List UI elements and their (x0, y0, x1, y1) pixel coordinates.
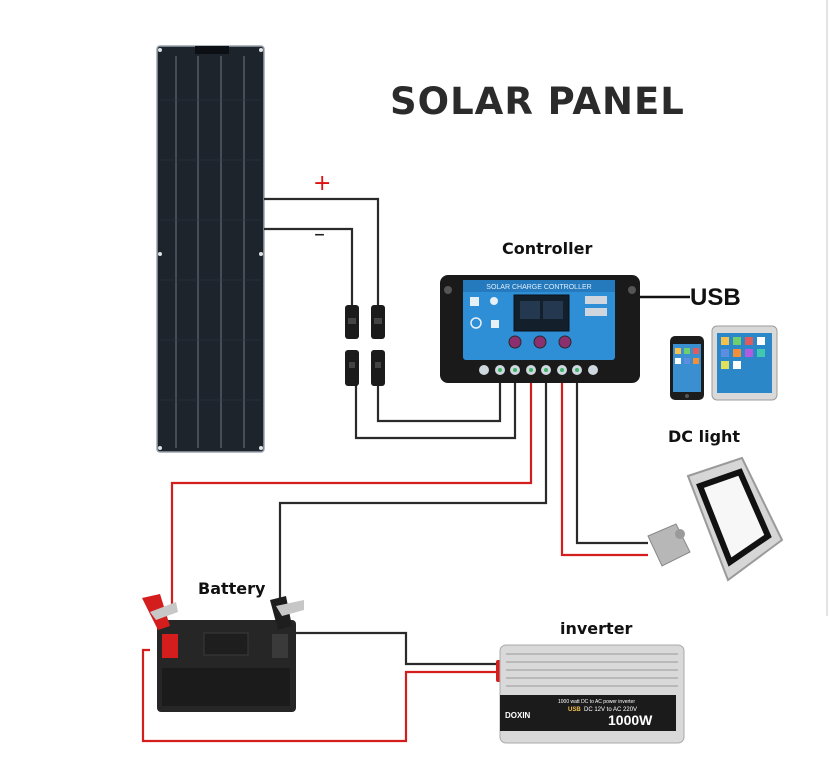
usb-label: USB (690, 284, 741, 311)
negative-sign: – (314, 222, 325, 247)
inverter-negative-wire (293, 631, 500, 666)
dc-light-icon (647, 456, 784, 582)
positive-sign: + (313, 171, 332, 196)
inverter-spec-1: 1000 watt DC to AC power inverter (558, 699, 635, 705)
controller-header: SOLAR CHARGE CONTROLLER (486, 284, 591, 291)
light-negative-wire (575, 383, 648, 545)
tablet-icon (711, 325, 778, 401)
solar-panel-icon (156, 45, 265, 453)
panel-positive-wire (264, 197, 380, 305)
battery-label: Battery (198, 579, 266, 598)
battery-icon (142, 594, 304, 712)
panel-negative-wire (264, 227, 354, 305)
wires (141, 197, 690, 743)
mc4-to-controller-wire-b (354, 383, 517, 440)
inverter-brand: DOXIN (505, 711, 531, 720)
mc4-connector-icon (345, 305, 385, 386)
dc-light-label: DC light (668, 427, 741, 446)
inverter-power: 1000W (608, 712, 653, 728)
controller-label: Controller (502, 239, 593, 258)
phone-icon (670, 336, 704, 400)
inverter-icon: DOXIN 1000 watt DC to AC power inverter … (496, 644, 685, 744)
inverter-label: inverter (560, 619, 633, 638)
edge-divider (826, 0, 828, 616)
page-title: SOLAR PANEL (390, 80, 685, 123)
battery-negative-wire (278, 383, 548, 610)
mc4-to-controller-wire-a (376, 383, 502, 423)
inverter-spec-2: DC 12V to AC 220V (584, 707, 637, 713)
charge-controller-icon: SOLAR CHARGE CONTROLLER (440, 275, 640, 383)
inverter-spec-usb: USB (568, 707, 581, 713)
battery-positive-wire (170, 383, 533, 612)
inverter-positive-wire (141, 648, 500, 743)
light-positive-wire (560, 383, 648, 557)
